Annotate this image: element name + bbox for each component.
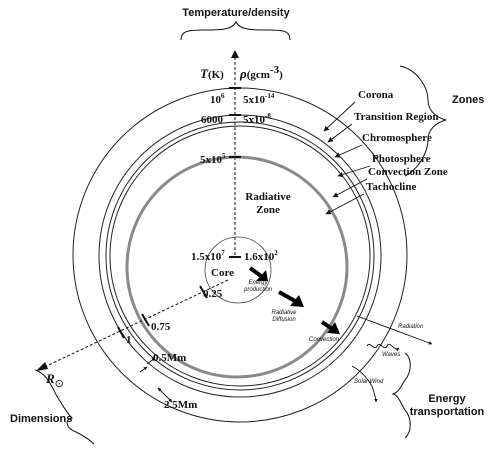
tick-radiative-radius xyxy=(141,313,150,327)
core-label: Core xyxy=(211,267,234,279)
pointer-convection-zone xyxy=(332,178,368,198)
tick-core-radius xyxy=(199,285,208,299)
radius-axis xyxy=(37,279,229,371)
density-value-corona: 5x10-14 xyxy=(243,92,275,106)
waves-arrow xyxy=(366,343,400,352)
dimension-core-radius: 0.25 xyxy=(203,288,223,300)
dimension-corona-thickness: 2.5Mm xyxy=(164,399,197,411)
chromosphere-thickness-arrow-b xyxy=(139,366,148,373)
zone-label-convection-zone: Convection Zone xyxy=(368,166,448,178)
dimension-chromosphere-thickness: 0.5Mm xyxy=(153,352,186,364)
zone-label-chromosphere: Chromosphere xyxy=(362,132,432,144)
radiation-label: Radiation xyxy=(398,324,424,330)
solar-wind-label: Solar Wind xyxy=(354,379,384,385)
density-value-chromosphere: 5x10-8 xyxy=(243,112,271,126)
energy-transport-arrows xyxy=(248,266,340,334)
zone-label-tachocline: Tachocline xyxy=(366,181,416,193)
radiative-diffusion-arrow xyxy=(278,290,296,303)
convection-arrow xyxy=(320,320,333,330)
temp-value-core: 1.5x107 xyxy=(191,249,225,263)
zone-label-corona: Corona xyxy=(358,89,394,101)
pointer-chromosphere xyxy=(334,144,363,158)
dimensions-brace xyxy=(34,369,95,445)
energy-production-arrow xyxy=(248,266,263,278)
core-boundary xyxy=(204,236,272,304)
energy-transport-brace xyxy=(391,352,411,439)
tachocline-boundary xyxy=(125,155,349,379)
sun-layers xyxy=(72,87,408,423)
chromosphere-boundary xyxy=(105,121,375,391)
radius-arrowhead xyxy=(36,362,48,371)
solar-radius-symbol: R⊙ xyxy=(45,371,64,390)
pointer-photosphere xyxy=(337,165,371,178)
waves-label: Waves xyxy=(382,352,400,358)
density-label: ρ(gcm-3) xyxy=(239,64,283,81)
temperature-brace xyxy=(180,20,291,41)
solar-wind-arrow xyxy=(351,365,378,403)
density-value-core: 1.6x102 xyxy=(244,249,278,263)
convection-arrowhead xyxy=(327,322,340,334)
pointer-transition-region xyxy=(327,123,353,143)
temperature-label: T(K) xyxy=(200,66,224,81)
temperature-density-title: Temperature/density xyxy=(182,7,290,19)
zone-label-photosphere: Photosphere xyxy=(372,153,431,165)
temp-value-tachocline: 5x105 xyxy=(200,152,226,166)
axis-arrowhead xyxy=(231,50,239,58)
zones-title: Zones xyxy=(452,94,484,106)
temp-value-corona: 106 xyxy=(210,92,225,106)
photosphere-boundary xyxy=(109,125,371,387)
temp-value-chromosphere: 6000 xyxy=(201,114,224,126)
tick-solar-radius xyxy=(117,326,125,339)
radiative-diffusion-arrowhead xyxy=(290,295,304,307)
energy-production-arrowhead xyxy=(256,270,268,281)
corona-thickness-arrow xyxy=(157,387,173,403)
dimensions-title: Dimensions xyxy=(10,413,72,425)
zone-pointer-arrows xyxy=(323,101,371,215)
zones-brace xyxy=(399,65,447,177)
convection-label: Convection xyxy=(309,337,340,343)
pointer-corona xyxy=(323,101,356,132)
corona-boundary xyxy=(72,87,408,423)
chromosphere-thickness-arrow-a xyxy=(146,357,156,365)
dimension-radiative-radius: 0.75 xyxy=(151,321,171,333)
dimension-solar-radius: 1 xyxy=(126,334,132,346)
pointer-tachocline xyxy=(325,193,365,215)
zone-label-transition-region: Transition Region xyxy=(354,111,438,123)
radiation-arrow xyxy=(356,315,433,345)
